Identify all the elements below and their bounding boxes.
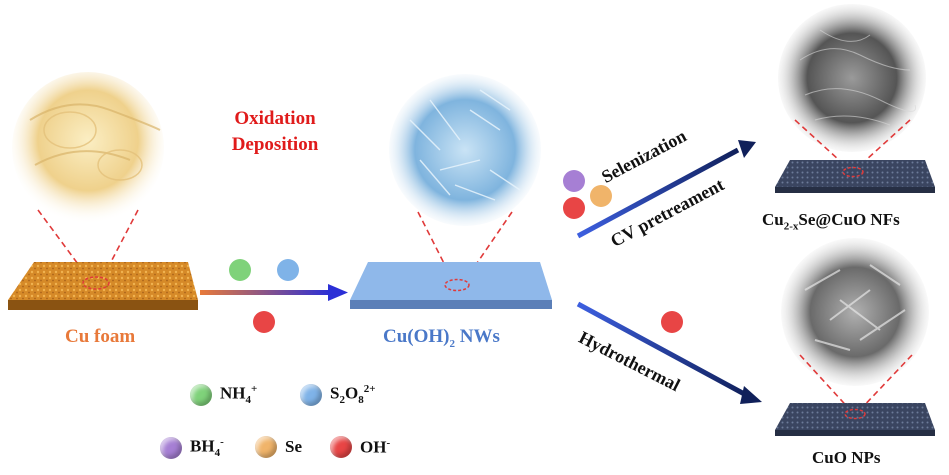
legend-bh4: BH4-	[160, 436, 224, 459]
cu2xse-label: Cu2-xSe@CuO NFs	[762, 210, 900, 232]
cu-foam-plate	[8, 262, 198, 310]
oxidation-text: Oxidation	[234, 108, 316, 129]
cu2xse-sub: 2-x	[783, 220, 799, 233]
oh-dot-icon	[330, 436, 352, 458]
ions-selenization	[563, 170, 612, 219]
ions-arrow1	[229, 259, 299, 333]
sem-cu2xse-zoom	[778, 4, 926, 171]
ion-hydrothermal	[661, 311, 683, 333]
cu2xse-plate	[775, 160, 935, 193]
se-text: Se	[285, 437, 302, 456]
nw-plate	[350, 262, 552, 309]
nw-zoom	[389, 74, 541, 286]
cuoh2-base: Cu(OH)	[383, 326, 450, 347]
s2o8-text: S2O82+	[330, 383, 376, 407]
se-dot-icon	[255, 436, 277, 458]
oxidation-deposition-label: Oxidation Deposition	[215, 106, 335, 158]
cu-foam-zoom	[12, 72, 164, 284]
oh-text: OH-	[360, 436, 391, 457]
legend-s2o8: S2O82+	[300, 383, 375, 406]
cuoh2-label: Cu(OH)2 NWs	[383, 326, 500, 350]
arrow-foam-to-nw	[200, 284, 348, 301]
cu2xse-tail: Se@CuO NFs	[798, 210, 900, 229]
cu2xse-base: Cu	[762, 210, 784, 229]
cuoh2-tail: NWs	[455, 326, 500, 347]
nh4-dot-icon	[190, 383, 212, 406]
bh4-dot-icon	[160, 436, 182, 459]
bh4-text: BH4-	[190, 436, 224, 460]
cuoh2-sub: 2	[449, 337, 456, 350]
arrow-selenization	[576, 140, 756, 239]
cuo-nps-label: CuO NPs	[812, 448, 881, 467]
legend-se: Se	[255, 436, 302, 458]
nh4-text: NH4+	[220, 383, 258, 407]
cu-foam-label: Cu foam	[65, 326, 136, 347]
arrow-hydrothermal	[576, 301, 762, 404]
s2o8-dot-icon	[300, 383, 322, 406]
deposition-text: Deposition	[231, 134, 319, 155]
legend-nh4: NH4+	[190, 383, 257, 406]
sem-cuo-zoom	[781, 238, 929, 413]
cuo-plate	[775, 403, 935, 436]
legend-oh: OH-	[330, 436, 390, 458]
